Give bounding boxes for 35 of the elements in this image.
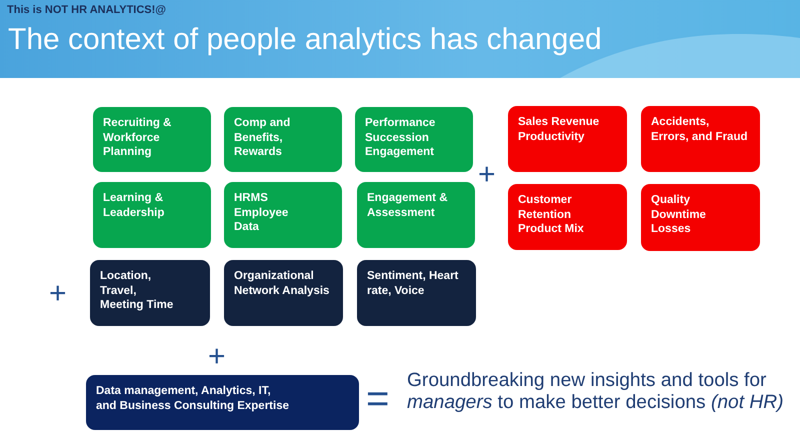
category-card	[224, 260, 343, 326]
card-label: HRMS Employee Data	[234, 191, 290, 234]
category-card	[86, 375, 359, 430]
slide-title: The context of people analytics has changed	[8, 23, 602, 57]
category-card	[355, 107, 473, 172]
equals-sign: =	[366, 379, 390, 419]
category-card	[224, 182, 342, 248]
card-label: Sales Revenue Productivity	[518, 115, 600, 144]
category-card	[357, 260, 476, 326]
card-label: Location, Travel, Meeting Time	[100, 269, 174, 312]
card-label: Customer Retention Product Mix	[518, 193, 585, 236]
card-label: Learning & Leadership	[103, 191, 166, 220]
result-statement: Groundbreaking new insights and tools for managers to make better decisions (not HR)	[407, 370, 784, 414]
card-label: Quality Downtime Losses	[651, 193, 707, 236]
category-card	[641, 184, 760, 251]
category-card	[224, 107, 342, 172]
plus-sign: +	[208, 342, 226, 372]
category-card	[641, 106, 760, 172]
header-tag: This is NOT HR ANALYTICS!@	[7, 4, 166, 17]
category-card	[93, 182, 211, 248]
card-label: Recruiting & Workforce Planning	[103, 116, 172, 160]
plus-sign: +	[49, 279, 67, 309]
category-card	[508, 106, 627, 172]
card-label: Organizational Network Analysis	[234, 269, 330, 298]
card-label: Accidents, Errors, and Fraud	[651, 115, 748, 144]
card-label: Sentiment, Heart rate, Voice	[367, 269, 460, 298]
category-card	[93, 107, 211, 172]
card-label: Performance Succession Engagement	[365, 116, 436, 160]
category-card	[90, 260, 210, 326]
card-label: Comp and Benefits, Rewards	[234, 116, 292, 160]
card-label: Data management, Analytics, IT, and Business Consulting Expertise	[96, 384, 290, 413]
plus-sign: +	[478, 160, 496, 190]
category-card	[357, 182, 475, 248]
category-card	[508, 184, 627, 250]
card-label: Engagement & Assessment	[367, 191, 449, 220]
